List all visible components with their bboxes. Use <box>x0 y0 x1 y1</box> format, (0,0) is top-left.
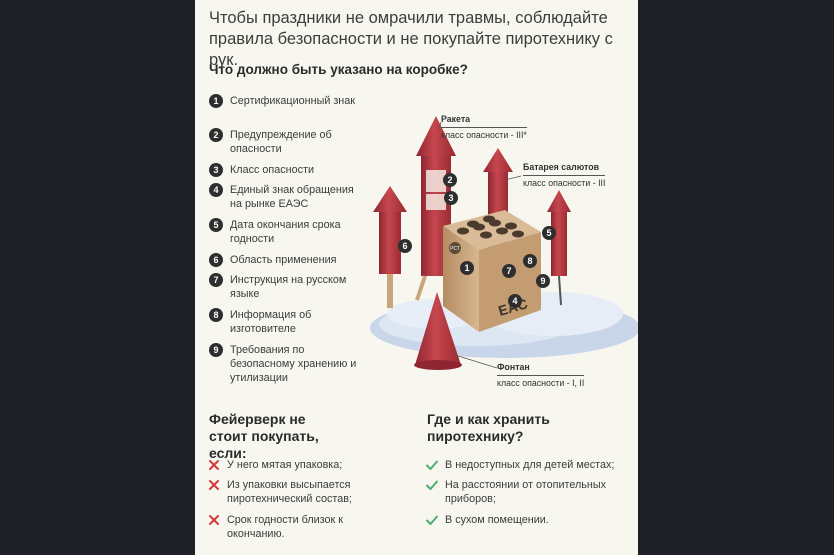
illustration-badges: 2 3 6 1 7 8 5 9 4 <box>398 173 556 308</box>
storage-text: В сухом помещении. <box>445 514 549 526</box>
callout-battery-name: Батарея салютов <box>523 162 600 172</box>
infographic-page: Чтобы праздники не омрачили травмы, собл… <box>195 0 638 555</box>
checklist-item: 1 Сертификационный знак <box>209 94 359 108</box>
number-badge: 7 <box>209 273 223 287</box>
badge-8: 8 <box>527 256 532 266</box>
storage-title: Где и как хранить пиротехнику? <box>427 411 550 444</box>
dont-buy-text: У него мятая упаковка; <box>227 459 343 471</box>
check-icon <box>426 515 438 525</box>
checklist-item: 3 Класс опасности <box>209 163 359 177</box>
callout-battery: Батарея салютов класс опасности - III <box>523 162 606 189</box>
cross-icon <box>209 480 219 490</box>
fireworks-illustration: РСТ EAC 2 3 6 1 7 8 5 9 4 <box>365 100 638 400</box>
badge-9: 9 <box>540 276 545 286</box>
checklist-item-text: Дата окончания срока годности <box>230 219 341 245</box>
badge-1: 1 <box>464 263 469 273</box>
number-badge: 3 <box>209 163 223 177</box>
badge-7: 7 <box>506 266 511 276</box>
callout-fountain-class: класс опасности - I, II <box>497 375 585 389</box>
callout-rocket-name: Ракета <box>441 114 471 124</box>
callout-fountain-name: Фонтан <box>497 362 530 372</box>
callout-rocket: Ракета класс опасности - III* <box>441 114 527 141</box>
dont-buy-text: Срок годности близок к окончанию. <box>227 514 343 540</box>
storage-item: В сухом помещении. <box>425 513 630 527</box>
checklist-item-text: Единый знак обращения на рынке ЕАЭС <box>230 184 354 210</box>
cross-icon <box>209 460 219 470</box>
checklist-item: 7 Инструкция на русском языке <box>209 273 359 301</box>
callout-battery-class: класс опасности - III <box>523 175 606 189</box>
number-badge: 1 <box>209 94 223 108</box>
checklist-item-text: Требования по безопасному хранению и ути… <box>230 344 357 384</box>
badge-6: 6 <box>402 241 407 251</box>
battery-box: РСТ EAC <box>443 210 541 332</box>
callout-lines <box>438 121 522 369</box>
checklist-item-text: Предупреждение об опасности <box>230 129 332 155</box>
checklist-item: 6 Область применения <box>209 253 359 267</box>
number-badge: 4 <box>209 183 223 197</box>
callout-fountain: Фонтан класс опасности - I, II <box>497 362 585 389</box>
certification-seal-label: РСТ <box>450 246 460 252</box>
certification-seal-icon <box>449 242 461 254</box>
checklist-item: 5 Дата окончания срока годности <box>209 218 359 246</box>
number-badge: 5 <box>209 218 223 232</box>
dont-buy-title: Фейерверк не стоит покупать, если: <box>209 411 319 461</box>
dont-buy-text: Из упаковки высыпается пиротехнический с… <box>227 479 352 505</box>
checklist-item: 8 Информация об изготовителе <box>209 308 359 336</box>
checklist-item: 4 Единый знак обращения на рынке ЕАЭС <box>209 183 359 211</box>
checklist-item: 2 Предупреждение об опасности <box>209 128 359 156</box>
storage-item: На расстоянии от отопительных приборов; <box>425 478 630 506</box>
badge-3: 3 <box>448 193 453 203</box>
number-badge: 9 <box>209 343 223 357</box>
storage-item: В недоступных для детей местах; <box>425 458 630 472</box>
intro-text: Чтобы праздники не омрачили травмы, собл… <box>209 9 613 69</box>
box-section-title: Что должно быть указано на коробке? <box>209 62 468 77</box>
checklist-item: 9 Требования по безопасному хранению и у… <box>209 343 359 385</box>
dont-buy-item: Из упаковки высыпается пиротехнический с… <box>207 478 377 506</box>
cross-icon <box>209 515 219 525</box>
fountain-cone <box>414 292 462 370</box>
checklist-item-text: Область применения <box>230 254 337 266</box>
number-badge: 6 <box>209 253 223 267</box>
badge-4: 4 <box>512 296 517 306</box>
storage-text: В недоступных для детей местах; <box>445 459 615 471</box>
rocket-main <box>415 116 456 301</box>
rocket-left-back <box>373 186 407 308</box>
dont-buy-item: У него мятая упаковка; <box>207 458 377 472</box>
badge-5: 5 <box>546 228 551 238</box>
check-icon <box>426 460 438 470</box>
dont-buy-item: Срок годности близок к окончанию. <box>207 513 377 541</box>
checklist-item-text: Информация об изготовителе <box>230 309 312 335</box>
number-badge: 8 <box>209 308 223 322</box>
checklist-item-text: Инструкция на русском языке <box>230 274 347 300</box>
number-badge: 2 <box>209 128 223 142</box>
callout-rocket-class: класс опасности - III* <box>441 127 527 141</box>
badge-2: 2 <box>447 175 452 185</box>
checklist-item-text: Сертификационный знак <box>230 95 356 107</box>
checklist-item-text: Класс опасности <box>230 164 314 176</box>
fireworks-drawing: РСТ EAC 2 3 6 1 7 8 5 9 4 <box>370 116 638 370</box>
check-icon <box>426 480 438 490</box>
storage-text: На расстоянии от отопительных приборов; <box>445 479 607 505</box>
